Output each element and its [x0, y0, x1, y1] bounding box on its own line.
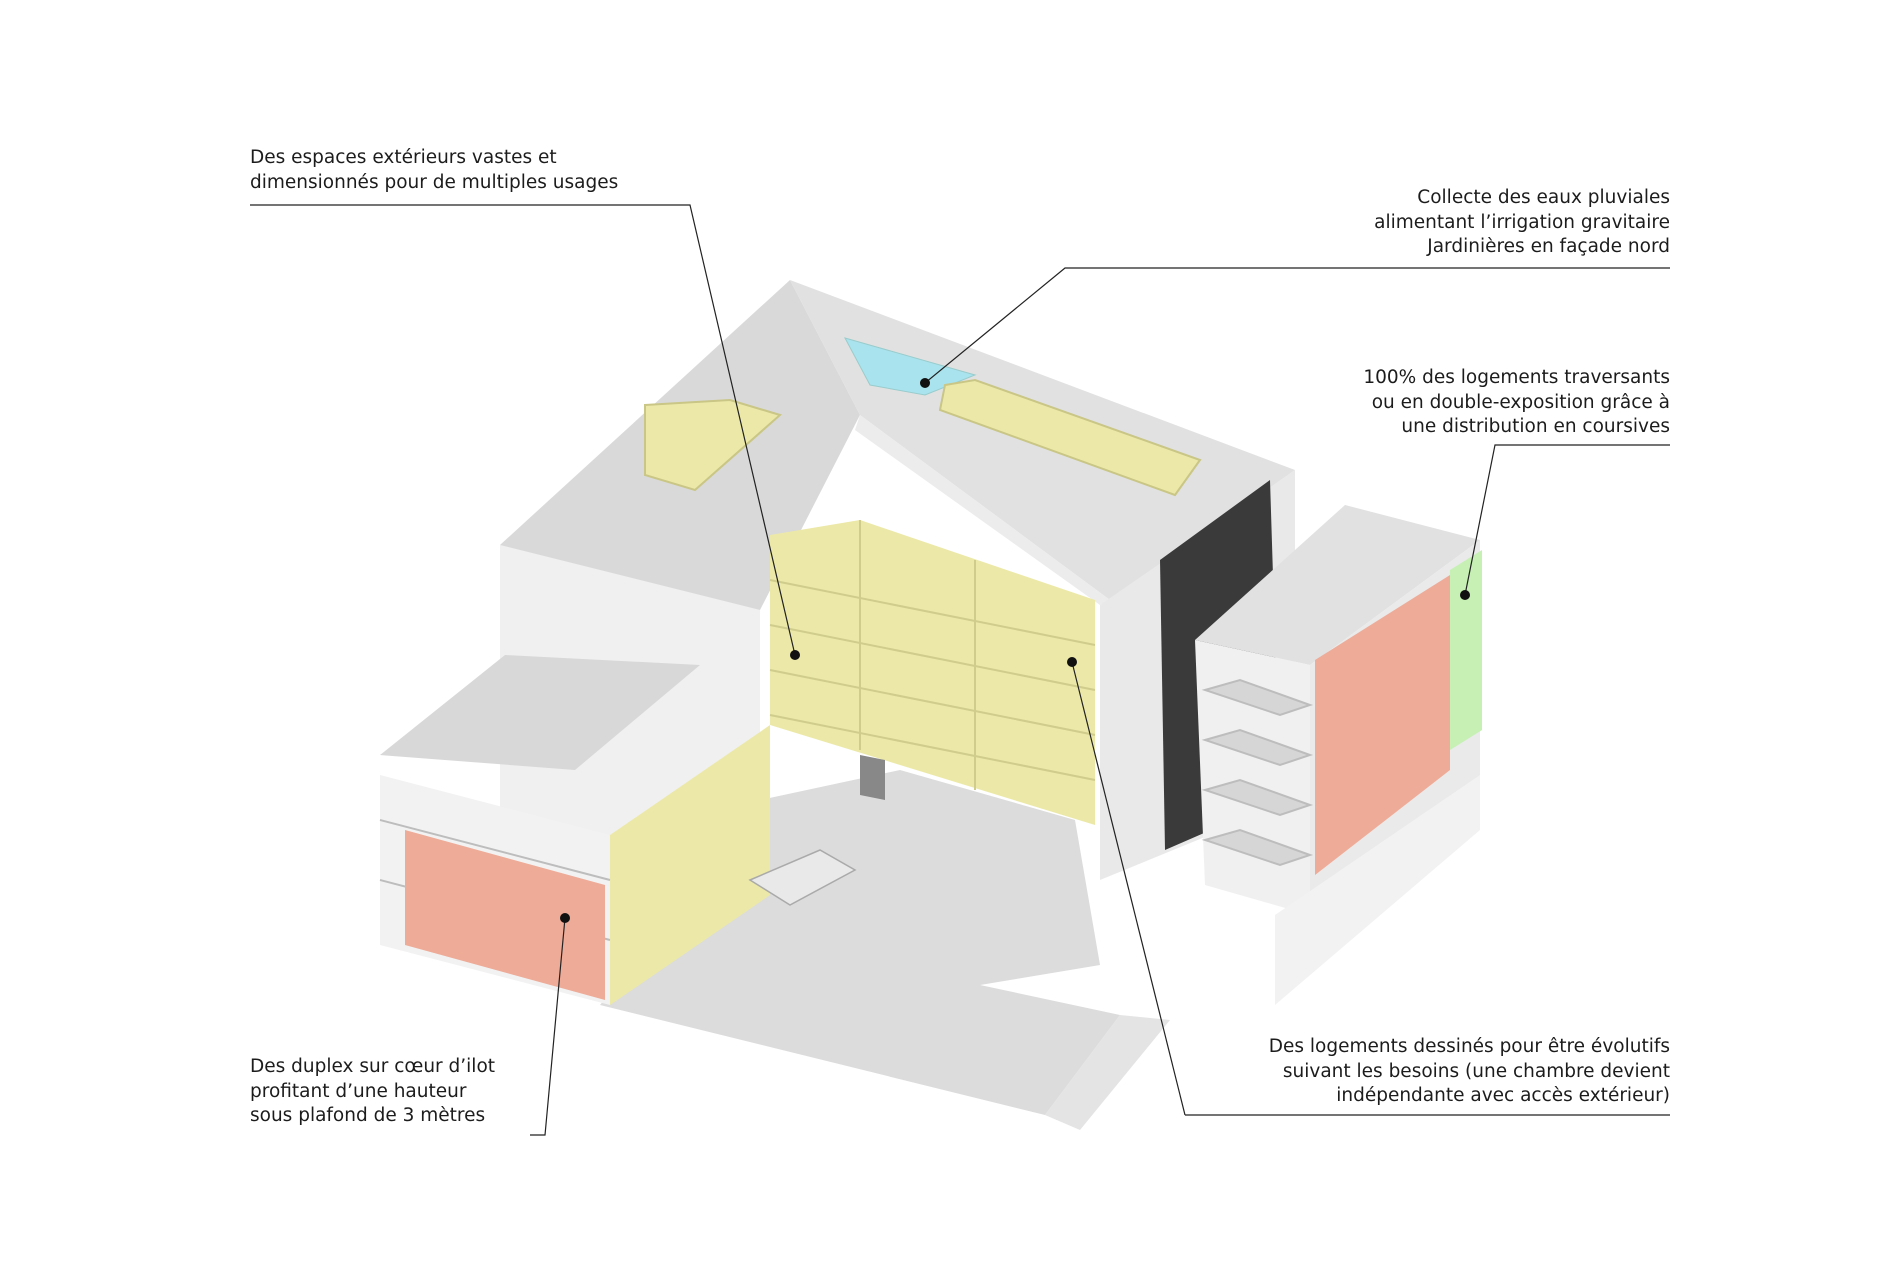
- north-facade-planters: [1450, 550, 1482, 750]
- annotation-line: une distribution en coursives: [1401, 416, 1670, 437]
- roof-garden-1: [644, 398, 783, 492]
- courtyard-skylight: [748, 849, 857, 906]
- low-block-roof: [380, 655, 700, 770]
- annotation-rainwater: Collecte des eaux pluviales alimentant l…: [1374, 186, 1670, 260]
- annotation-line: profitant d’une hauteur: [250, 1080, 467, 1102]
- dot-duplex: [560, 913, 570, 923]
- duplex-zone: [405, 830, 605, 1000]
- annotation-line: suivant les besoins (une chambre devient: [1282, 1060, 1670, 1082]
- annotation-line: Des espaces extérieurs vastes et: [250, 147, 557, 168]
- leader-dual-aspect: [1464, 444, 1670, 596]
- annotation-line: Collecte des eaux pluviales: [1417, 187, 1670, 208]
- dot-evolutive: [1067, 657, 1077, 667]
- east-block-bedroom-zone: [1315, 575, 1450, 875]
- roof-garden-2: [938, 378, 1202, 497]
- annotation-line: indépendante avec accès extérieur): [1336, 1085, 1670, 1106]
- annotation-line: 100% des logements traversants: [1363, 367, 1670, 388]
- annotation-duplex: Des duplex sur cœur d’ilot profitant d’u…: [250, 1055, 495, 1129]
- annotation-line: Des logements dessinés pour être évoluti…: [1268, 1036, 1670, 1057]
- main-block-roof-front: [855, 415, 1110, 605]
- ground-ramp: [1045, 1015, 1170, 1130]
- annotation-outdoor-spaces: Des espaces extérieurs vastes et dimensi…: [250, 146, 618, 195]
- annotation-line: Des duplex sur cœur d’ilot: [250, 1056, 496, 1077]
- central-balcony-floors: [769, 520, 1096, 790]
- east-block-balconies: [1201, 678, 1314, 867]
- dot-dual-aspect: [1460, 590, 1470, 600]
- east-block-base: [1275, 775, 1480, 1005]
- annotation-evolutive: Des logements dessinés pour être évoluti…: [1269, 1035, 1670, 1109]
- annotation-dual-aspect: 100% des logements traversants ou en dou…: [1363, 366, 1670, 440]
- leader-evolutive-diagonal: [1071, 661, 1186, 1116]
- annotation-line: alimentant l’irrigation gravitaire: [1374, 211, 1670, 233]
- leader-duplex: [530, 917, 566, 1136]
- courtyard-entrance: [860, 755, 885, 800]
- leader-dots: [560, 378, 1470, 923]
- east-block-roof: [1195, 505, 1480, 665]
- annotation-line: sous plafond de 3 mètres: [250, 1105, 486, 1126]
- low-block-right-face: [610, 725, 770, 1005]
- leader-lines: [250, 204, 1670, 1136]
- annotation-line: ou en double-exposition grâce à: [1371, 391, 1670, 413]
- leader-rainwater: [924, 267, 1670, 384]
- dot-rainwater: [920, 378, 930, 388]
- east-block-left-face: [1195, 640, 1310, 915]
- roof-water-tank: [844, 337, 977, 396]
- annotation-line: Jardinières en façade nord: [1427, 236, 1670, 257]
- annotation-line: dimensionnés pour de multiples usages: [250, 171, 619, 193]
- dot-outdoor-spaces: [790, 650, 800, 660]
- leader-outdoor-spaces: [250, 204, 796, 656]
